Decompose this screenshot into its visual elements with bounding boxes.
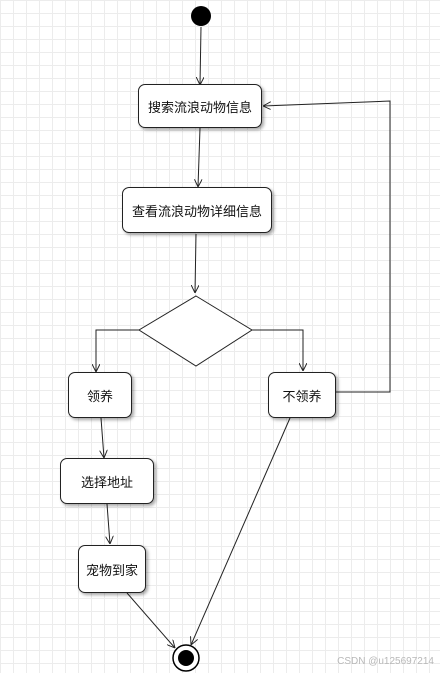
node-search: 搜索流浪动物信息 [138,84,262,128]
edge-search-to-view [198,127,200,187]
initial-node [191,6,211,26]
edge-view-to-decision [195,233,196,293]
edge-not-adopt-to-search [263,100,391,393]
edge-address-to-delivered [107,503,110,544]
node-adopt: 领养 [68,372,132,418]
edge-start-to-search [200,26,201,85]
node-view-details: 查看流浪动物详细信息 [122,187,272,233]
final-node-inner [178,650,194,666]
node-select-address: 选择地址 [60,458,154,504]
node-not-adopt: 不领养 [268,372,336,418]
edge-decision-to-adopt [96,329,139,372]
edge-adopt-to-address [101,417,104,458]
watermark: CSDN @u125697214 [337,656,434,667]
decision-node [138,295,253,367]
edge-delivered-to-end [126,592,175,648]
edge-decision-to-not-adopt [252,329,303,371]
edge-not-adopt-to-end [191,417,291,645]
node-pet-delivered: 宠物到家 [78,545,146,593]
